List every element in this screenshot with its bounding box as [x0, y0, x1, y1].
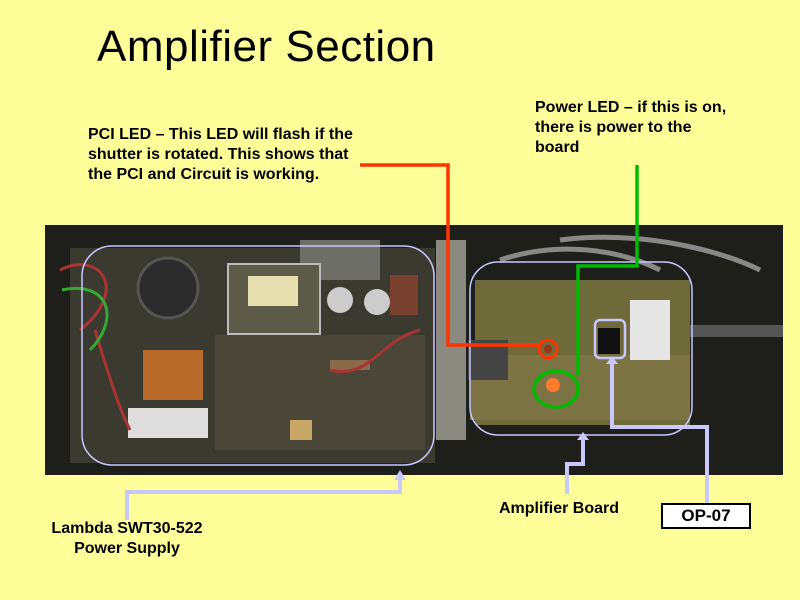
- op07-outline: [593, 318, 627, 360]
- pcb-area: [215, 335, 425, 450]
- wires: [59, 263, 421, 431]
- component-2: [330, 360, 370, 370]
- transformer-label: [248, 276, 298, 306]
- ic-chip: [598, 328, 620, 354]
- connector: [630, 300, 670, 360]
- power-supply-arrowhead: [394, 470, 406, 480]
- ce-label: [128, 408, 208, 438]
- op07-label: OP-07: [661, 503, 751, 529]
- bracket: [436, 240, 466, 440]
- inductor: [136, 256, 200, 320]
- power-supply-outline: [81, 245, 435, 466]
- power-led-note: Power LED – if this is on, there is powe…: [535, 99, 727, 156]
- pci-led-circle: [537, 338, 559, 360]
- pci-callout-line: [360, 163, 540, 347]
- cables-top: [499, 234, 762, 273]
- capacitor-2: [364, 289, 390, 315]
- power-supply-pointer: [125, 478, 402, 520]
- wires-green: [61, 287, 109, 352]
- capacitor-1: [327, 287, 353, 313]
- op07-arrowhead: [606, 356, 618, 364]
- amplifier-board-arrowhead: [577, 432, 589, 440]
- power-led-circle: [532, 369, 580, 409]
- amplifier-board-label: Amplifier Board: [499, 500, 620, 517]
- pci-led: [544, 345, 552, 353]
- power-callout-line: [576, 165, 639, 375]
- component-1: [290, 420, 312, 440]
- amplifier-board-pointer: [565, 438, 585, 494]
- power-led-glow: [546, 378, 560, 392]
- slide-title: Amplifier Section: [97, 22, 436, 71]
- component-3: [390, 275, 418, 315]
- cable-right: [690, 325, 783, 337]
- coil: [143, 350, 203, 400]
- pci-led-note: PCI LED – This LED will flash if the shu…: [88, 126, 353, 183]
- op07-pointer: [610, 362, 709, 503]
- power-supply-label: Lambda SWT30-522 Power Supply: [51, 520, 203, 557]
